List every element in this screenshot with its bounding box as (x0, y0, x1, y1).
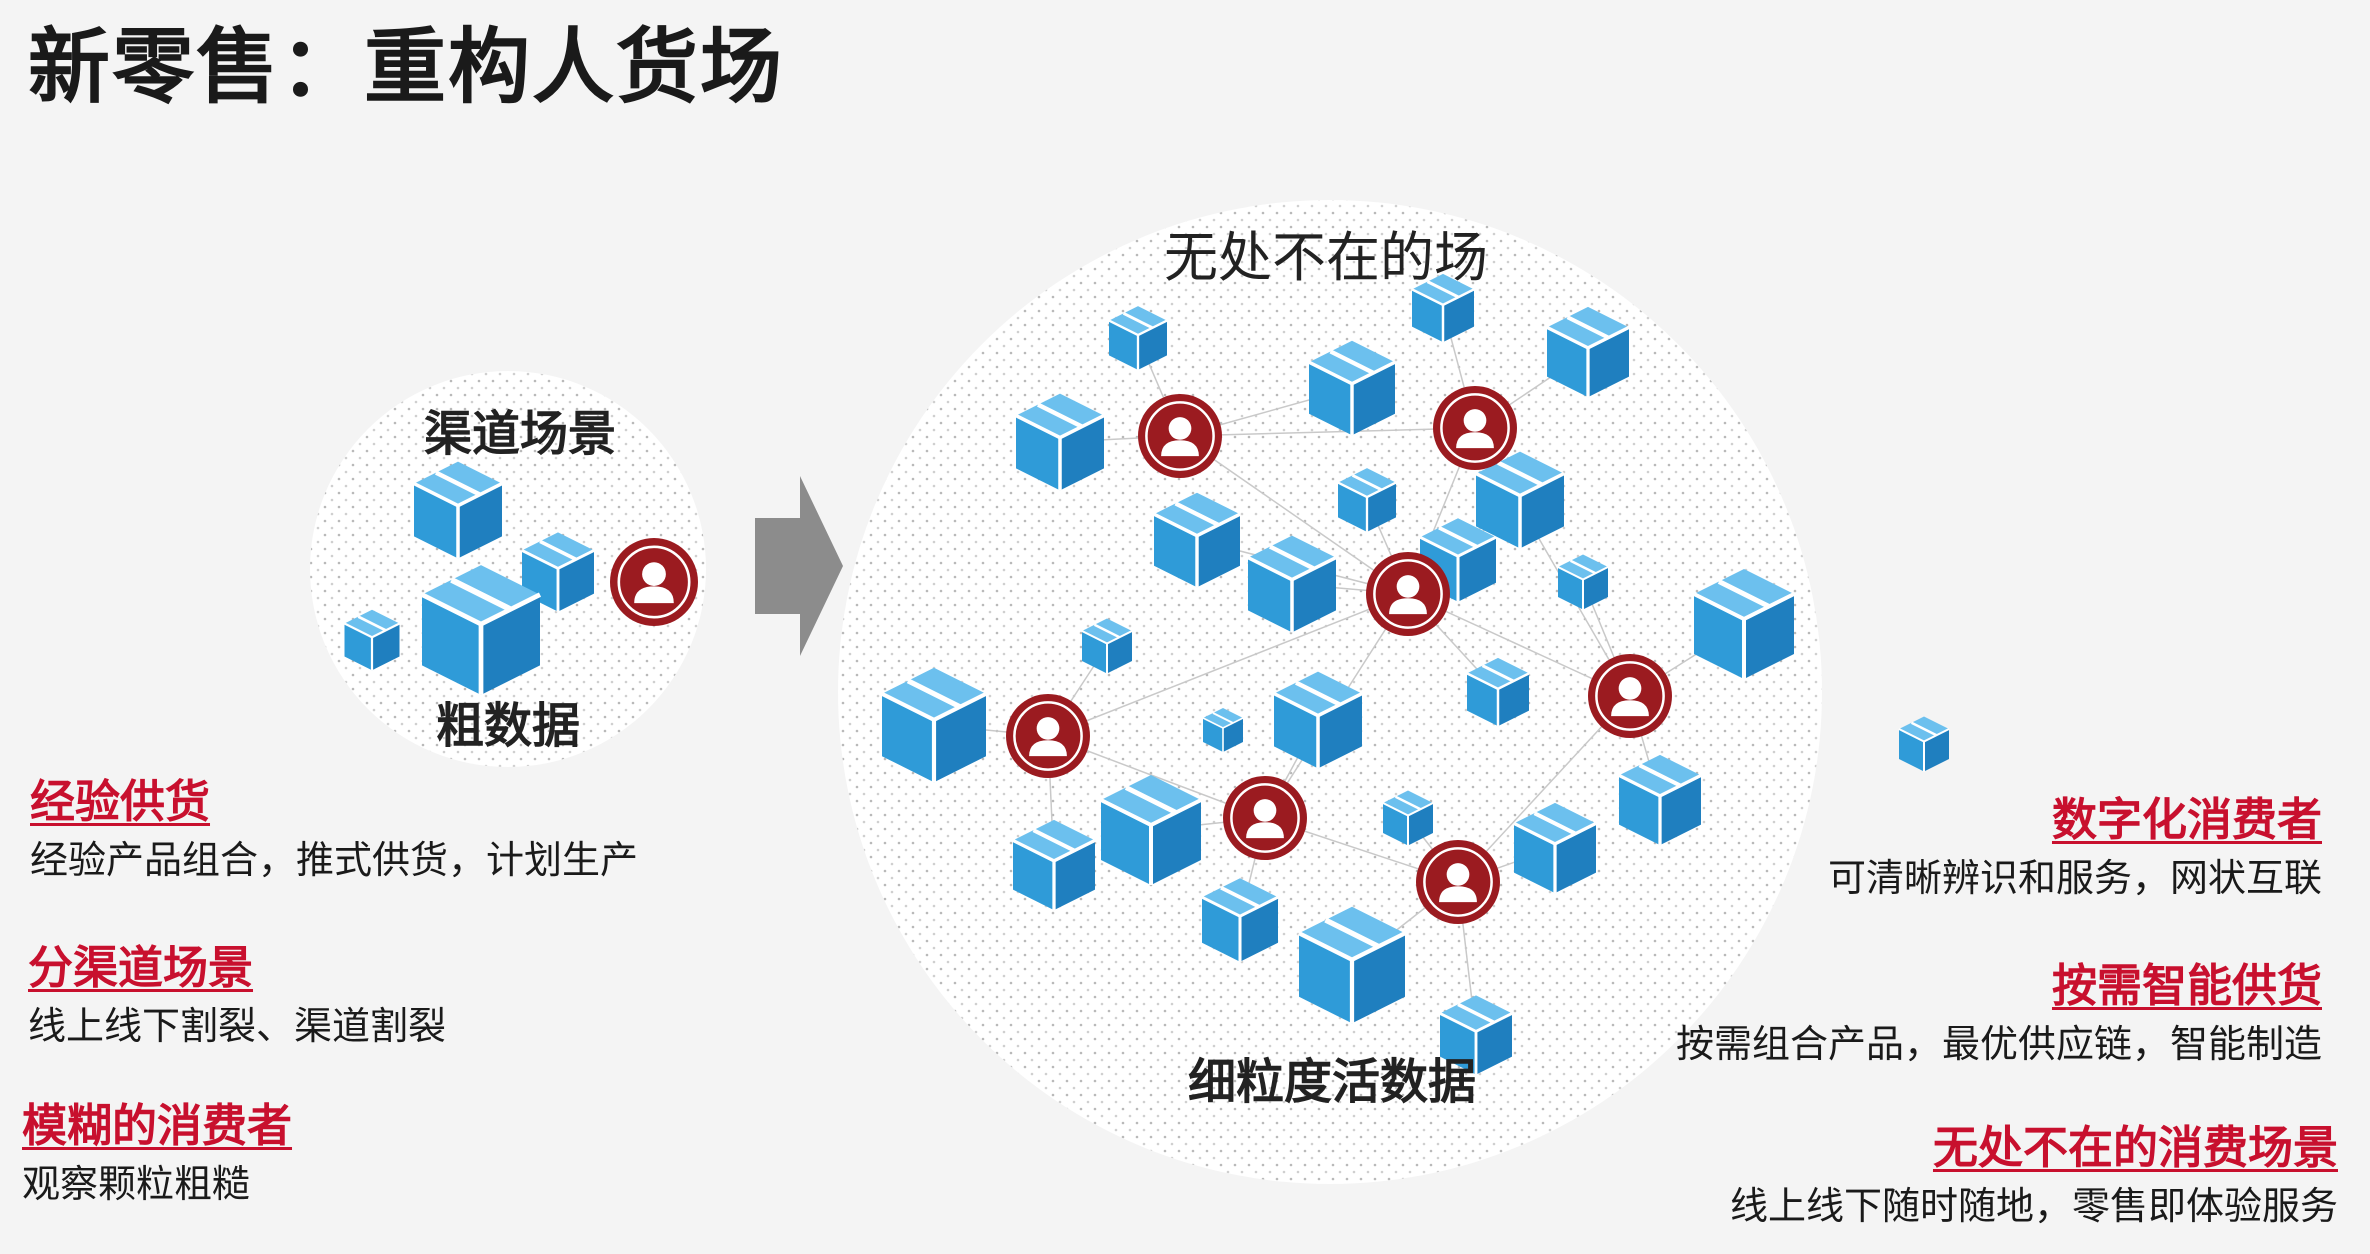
right-block-on-demand-supply: 按需智能供货 按需组合产品，最优供应链，智能制造 (1676, 956, 2322, 1072)
network-link (1179, 435, 1409, 595)
network-link (1457, 695, 1631, 883)
left-block-experience-supply: 经验供货 经验产品组合，推式供货，计划生产 (30, 772, 638, 888)
right-block-heading: 无处不在的消费场景 (1932, 1121, 2338, 1174)
left-circle-person-icon (610, 538, 698, 626)
right-arrow-icon (755, 476, 843, 656)
left-block-heading: 模糊的消费者 (22, 1099, 293, 1152)
left-block-description: 观察颗粒粗糙 (22, 1162, 251, 1206)
left-circle-top-label: 渠道场景 (424, 406, 617, 462)
person-icon (1006, 694, 1090, 778)
right-block-description: 可清晰辨识和服务，网状互联 (1827, 856, 2322, 900)
package-box-icon (1897, 715, 1951, 773)
left-block-heading: 经验供货 (30, 775, 211, 828)
person-icon (1433, 386, 1517, 470)
right-circle-bottom-label: 细粒度活数据 (1188, 1054, 1477, 1110)
right-block-digital-consumer: 数字化消费者 可清晰辨识和服务，网状互联 (1828, 790, 2322, 906)
person-icon (1416, 840, 1500, 924)
right-block-description: 按需组合产品，最优供应链，智能制造 (1675, 1022, 2322, 1066)
page-title: 新零售：重构人货场 (28, 20, 785, 115)
left-block-description: 线上线下割裂、渠道割裂 (28, 1004, 447, 1048)
left-circle-bottom-label: 粗数据 (436, 698, 581, 754)
network-link (1179, 427, 1476, 437)
right-block-heading: 数字化消费者 (2051, 793, 2322, 846)
right-block-ubiquitous-scene: 无处不在的消费场景 线上线下随时随地，零售即体验服务 (1730, 1118, 2338, 1234)
left-block-vague-consumer: 模糊的消费者 观察颗粒粗糙 (22, 1096, 292, 1212)
left-block-description: 经验产品组合，推式供货，计划生产 (30, 838, 639, 882)
right-circle-top-label: 无处不在的场 (1164, 226, 1488, 289)
right-block-heading: 按需智能供货 (2051, 959, 2322, 1012)
person-icon (1138, 394, 1222, 478)
person-icon (610, 538, 698, 626)
person-icon (1223, 776, 1307, 860)
left-circle (310, 371, 706, 767)
left-block-heading: 分渠道场景 (28, 941, 254, 994)
person-icon (1588, 654, 1672, 738)
right-block-description: 线上线下随时随地，零售即体验服务 (1729, 1184, 2338, 1228)
person-icon (1366, 552, 1450, 636)
left-block-channel-scene: 分渠道场景 线上线下割裂、渠道割裂 (28, 938, 446, 1054)
network-link (1047, 593, 1409, 737)
